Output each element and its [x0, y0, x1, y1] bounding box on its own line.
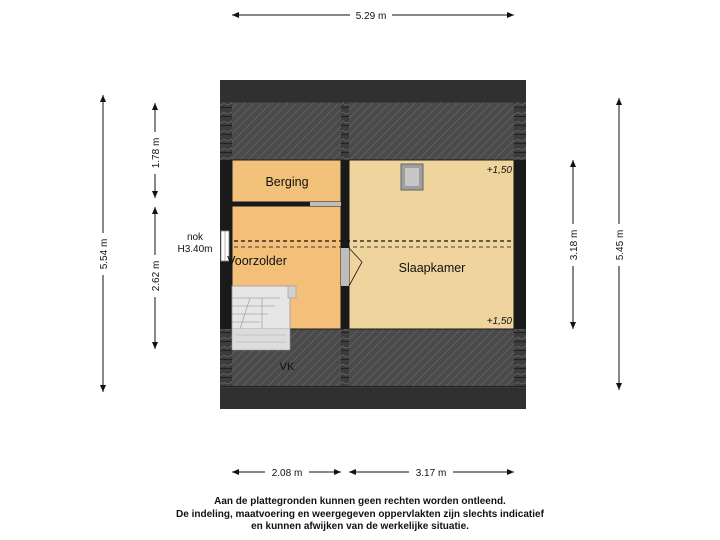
- wall-berging-voorzolder: [232, 202, 310, 206]
- dim-left-lower-text: 2.62 m: [151, 261, 162, 292]
- stairs: [231, 285, 297, 351]
- eaves-top: [220, 80, 526, 102]
- door-swing: [348, 247, 363, 287]
- label-berging: Berging: [265, 175, 308, 189]
- wall-middle: [341, 160, 349, 329]
- door-berging: [310, 202, 341, 206]
- ridge-label-nok: nok: [187, 232, 204, 243]
- door-slaapkamer: [341, 248, 349, 286]
- label-vk: VK: [280, 361, 295, 373]
- roof-slope-top-left: [232, 103, 341, 160]
- dim-right-outer-text: 5.45 m: [615, 230, 626, 261]
- roof-slope-top-right: [349, 103, 514, 160]
- disclaimer: Aan de plattegronden kunnen geen rechten…: [0, 496, 720, 534]
- disclaimer-line-1: Aan de plattegronden kunnen geen rechten…: [214, 496, 506, 507]
- eaves-bottom: [220, 388, 526, 409]
- dim-left-total-text: 5.54 m: [99, 239, 110, 270]
- dim-top-text: 5.29 m: [356, 11, 387, 22]
- label-slaapkamer: Slaapkamer: [399, 261, 466, 275]
- dim-right-inner-text: 3.18 m: [569, 230, 580, 261]
- skylight-inner: [405, 168, 419, 186]
- roof-slope-bottom-right: [349, 329, 514, 386]
- room-berging: [231, 159, 342, 203]
- ridge-label-height: H3.40m: [177, 244, 212, 255]
- dim-bottom-right-text: 3.17 m: [416, 468, 447, 479]
- rooms: [220, 159, 515, 351]
- dim-left-upper-text: 1.78 m: [151, 138, 162, 169]
- disclaimer-line-2: De indeling, maatvoering en weergegeven …: [176, 508, 544, 520]
- level-bottom: +1,50: [487, 316, 513, 327]
- dim-bottom-left-text: 2.08 m: [272, 468, 303, 479]
- level-top: +1,50: [487, 165, 513, 176]
- room-slaapkamer: [348, 159, 515, 330]
- disclaimer-line-3: en kunnen afwijken van de werkelijke sit…: [251, 521, 469, 532]
- label-voorzolder: Voorzolder: [227, 254, 287, 268]
- wall-right: [514, 160, 526, 329]
